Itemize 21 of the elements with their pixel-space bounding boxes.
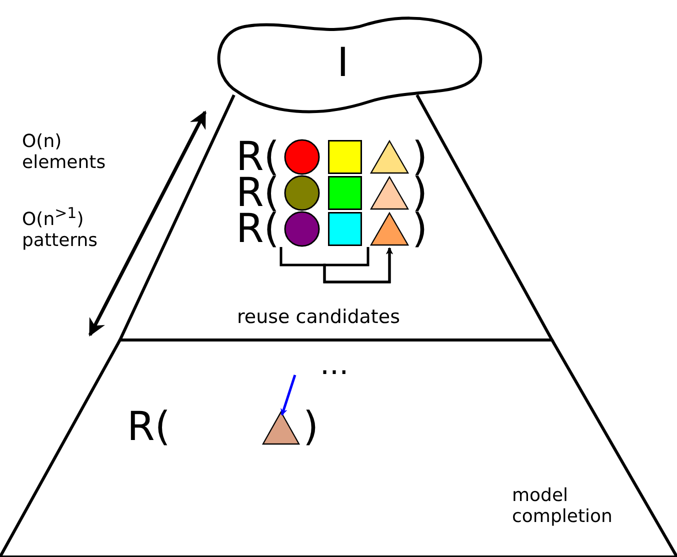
circle-symbol: [284, 211, 320, 247]
triangle-symbol: [370, 140, 409, 174]
node-label: I: [337, 40, 349, 86]
circle-symbol: [284, 175, 320, 211]
complexity-note: O(n$^{>1}$) patterns: [22, 205, 99, 252]
triangle-symbol: [370, 176, 409, 210]
triangle-symbol: [370, 212, 409, 246]
pyramid-band: [0, 340, 677, 557]
circle-symbol: [284, 139, 320, 175]
triangle-symbol: [262, 411, 300, 445]
band-label: model completion: [512, 486, 614, 528]
complexity-note: O(n) elements: [22, 132, 107, 174]
square-symbol: [328, 212, 362, 246]
function-text: ): [303, 404, 319, 450]
square-symbol: [328, 176, 362, 210]
arrow: [323, 247, 393, 284]
band-label: reuse candidates: [237, 307, 400, 329]
ellipsis-text: ...: [320, 348, 349, 382]
square-symbol: [328, 140, 362, 174]
arrow: [280, 374, 296, 416]
function-text: R(: [127, 404, 170, 450]
